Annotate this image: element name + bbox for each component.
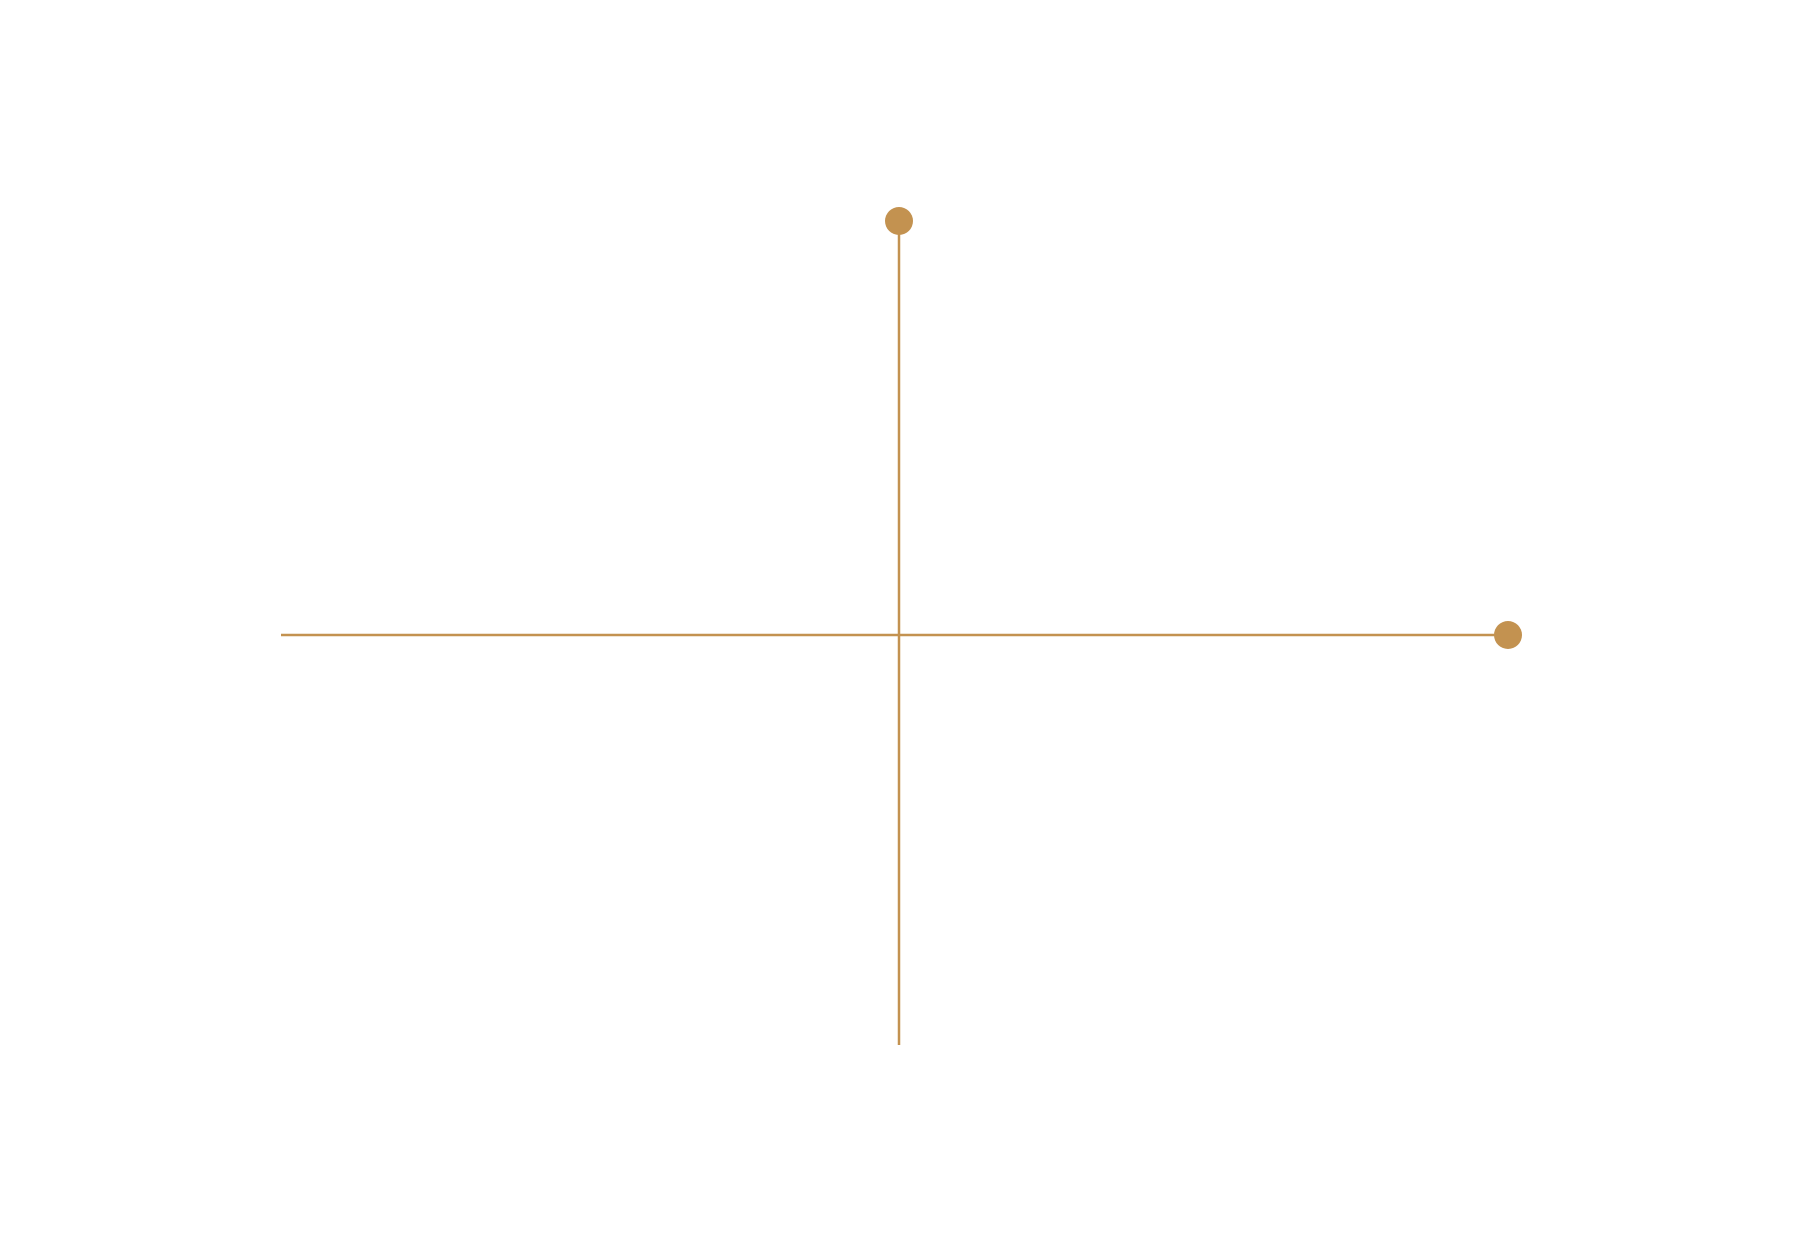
vertical-axis-end-dot [885, 207, 913, 235]
horizontal-axis-end-dot [1494, 621, 1522, 649]
